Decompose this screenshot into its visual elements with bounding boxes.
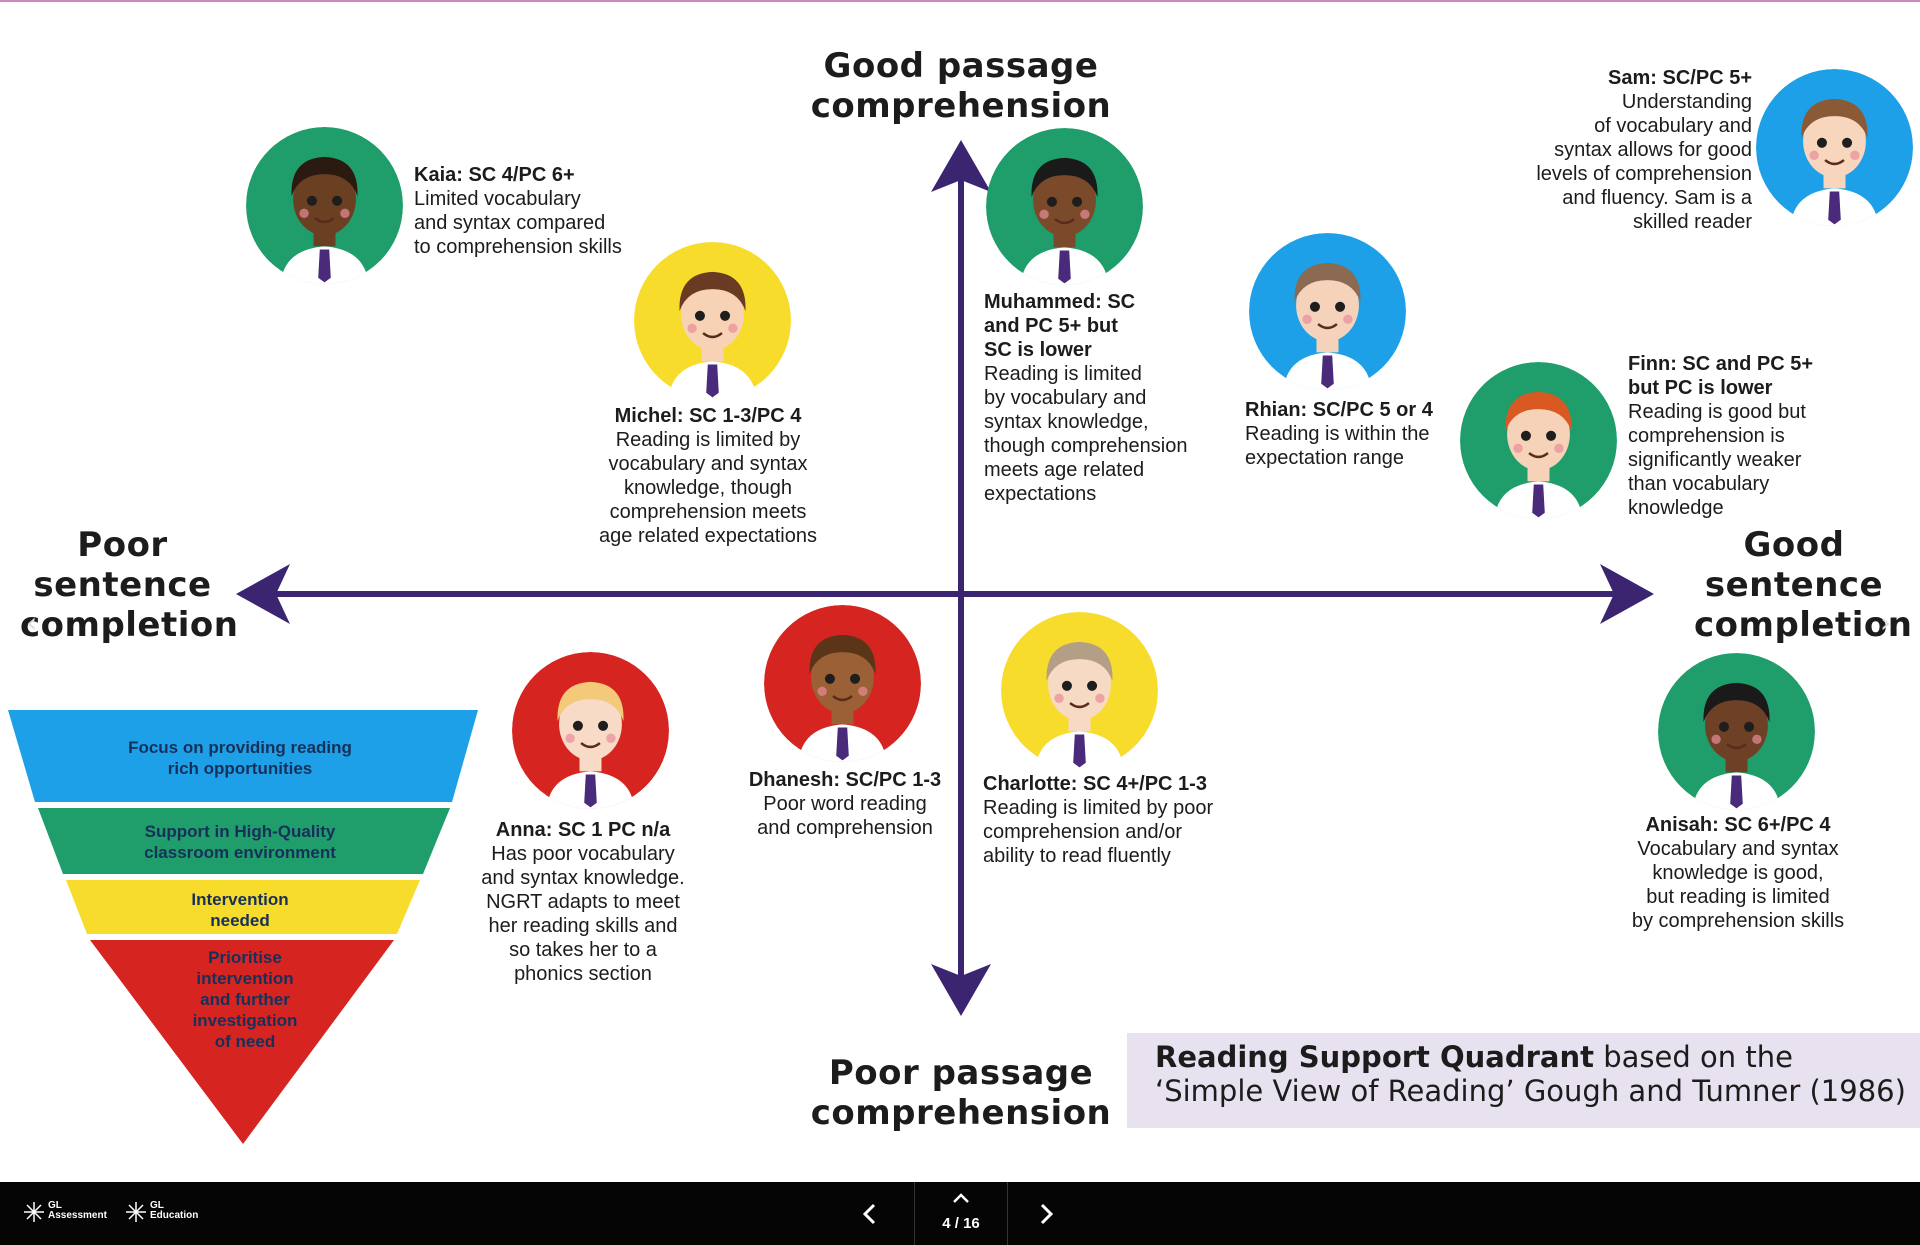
caption: Reading Support Quadrant based on the ‘S… bbox=[1155, 1040, 1915, 1108]
child-portrait-icon bbox=[986, 128, 1143, 285]
avatar-kaia bbox=[246, 127, 403, 284]
page-indicator[interactable]: 4 / 16 bbox=[914, 1182, 1008, 1245]
char-name: Sam: SC/PC 5+ bbox=[1608, 67, 1752, 89]
gl-education-logo-icon bbox=[126, 1202, 146, 1222]
chevron-right-icon bbox=[1040, 1203, 1054, 1224]
char-name: Muhammed: SC and PC 5+ but SC is lower bbox=[984, 291, 1136, 361]
page-number: 4 / 16 bbox=[942, 1215, 980, 1232]
char-desc: Reading is within the expectation range bbox=[1245, 423, 1430, 469]
caption-box bbox=[1127, 1033, 1920, 1128]
child-portrait-icon bbox=[1249, 233, 1406, 390]
support-funnel bbox=[8, 710, 478, 1144]
side-prev-arrow-icon[interactable]: ‹ bbox=[26, 606, 38, 639]
chevron-left-icon bbox=[862, 1203, 876, 1224]
char-name: Finn: SC and PC 5+ but PC is lower bbox=[1628, 353, 1814, 399]
char-name: Dhanesh: SC/PC 1-3 bbox=[748, 769, 942, 791]
funnel-label-3: Intervention needed bbox=[191, 890, 289, 930]
char-desc: Poor word reading and comprehension bbox=[757, 793, 933, 839]
child-portrait-icon bbox=[764, 605, 921, 762]
char-desc: Limited vocabulary and syntax compared t… bbox=[414, 188, 622, 258]
char-desc: Reading is limited by vocabulary and syn… bbox=[599, 429, 817, 547]
axis-label-bottom: Poor passage comprehension bbox=[810, 1053, 1112, 1133]
quadrant-axes bbox=[236, 140, 1654, 1016]
prev-page-button[interactable] bbox=[826, 1182, 914, 1245]
child-portrait-icon bbox=[1001, 612, 1158, 769]
char-name: Kaia: SC 4/PC 6+ bbox=[414, 164, 575, 186]
char-desc: Reading is limited by vocabulary and syn… bbox=[984, 363, 1188, 505]
next-page-button[interactable] bbox=[1002, 1182, 1090, 1245]
axis-label-top: Good passage comprehension bbox=[810, 46, 1112, 126]
avatar-michel bbox=[634, 242, 791, 399]
char-text-sam: Sam: SC/PC 5+ Understanding of vocabular… bbox=[1508, 66, 1752, 234]
funnel-tier-2 bbox=[38, 808, 450, 874]
char-desc: Reading is limited by poor comprehension… bbox=[983, 797, 1214, 867]
avatar-anna bbox=[512, 652, 669, 809]
child-portrait-icon bbox=[1756, 69, 1913, 226]
gl-assessment-logo: GL Assessment bbox=[48, 1200, 107, 1221]
funnel-tier-4 bbox=[90, 940, 394, 1144]
avatar-charlotte bbox=[1001, 612, 1158, 769]
chevron-up-icon bbox=[953, 1193, 969, 1203]
axis-label-left: Poor sentence completion bbox=[20, 525, 239, 645]
funnel-label-2: Support in High-Quality classroom enviro… bbox=[144, 822, 336, 862]
avatar-muhammed bbox=[986, 128, 1143, 285]
char-text-anisah: Anisah: SC 6+/PC 4 Vocabulary and syntax… bbox=[1620, 813, 1856, 933]
axis-label-right: Good sentence completion bbox=[1694, 525, 1913, 645]
avatar-rhian bbox=[1249, 233, 1406, 390]
caption-rest: based on the ‘Simple View of Reading’ Go… bbox=[1155, 1040, 1906, 1108]
side-next-arrow-icon[interactable]: › bbox=[1880, 606, 1892, 639]
funnel-label-4: Prioritise intervention and further inve… bbox=[192, 948, 298, 1051]
child-portrait-icon bbox=[246, 127, 403, 284]
gl-education-logo: GL Education bbox=[150, 1200, 199, 1221]
char-text-charlotte: Charlotte: SC 4+/PC 1-3 Reading is limit… bbox=[983, 772, 1243, 868]
char-name: Rhian: SC/PC 5 or 4 bbox=[1245, 399, 1433, 421]
child-portrait-icon bbox=[1460, 362, 1617, 519]
funnel-tier-3 bbox=[66, 880, 420, 934]
char-desc: Vocabulary and syntax knowledge is good,… bbox=[1631, 838, 1845, 932]
char-text-michel: Michel: SC 1-3/PC 4 Reading is limited b… bbox=[580, 404, 836, 548]
char-text-kaia: Kaia: SC 4/PC 6+ Limited vocabulary and … bbox=[414, 163, 654, 259]
avatar-dhanesh bbox=[764, 605, 921, 762]
bottom-toolbar bbox=[0, 1182, 1920, 1245]
char-desc: Has poor vocabulary and syntax knowledge… bbox=[481, 843, 685, 985]
char-desc: Understanding of vocabulary and syntax a… bbox=[1536, 91, 1752, 233]
char-name: Anna: SC 1 PC n/a bbox=[495, 819, 671, 841]
char-text-finn: Finn: SC and PC 5+ but PC is lower Readi… bbox=[1628, 352, 1854, 520]
child-portrait-icon bbox=[634, 242, 791, 399]
child-portrait-icon bbox=[1658, 653, 1815, 810]
char-name: Charlotte: SC 4+/PC 1-3 bbox=[983, 773, 1207, 795]
char-text-dhanesh: Dhanesh: SC/PC 1-3 Poor word reading and… bbox=[740, 768, 950, 840]
char-text-muhammed: Muhammed: SC and PC 5+ but SC is lower R… bbox=[984, 290, 1224, 506]
caption-title: Reading Support Quadrant bbox=[1155, 1040, 1595, 1074]
char-name: Michel: SC 1-3/PC 4 bbox=[614, 405, 802, 427]
char-text-anna: Anna: SC 1 PC n/a Has poor vocabulary an… bbox=[470, 818, 696, 986]
avatar-finn bbox=[1460, 362, 1617, 519]
avatar-sam bbox=[1756, 69, 1913, 226]
gl-assessment-logo-icon bbox=[24, 1202, 44, 1222]
char-name: Anisah: SC 6+/PC 4 bbox=[1645, 814, 1831, 836]
avatar-anisah bbox=[1658, 653, 1815, 810]
funnel-tier-1 bbox=[8, 710, 478, 802]
child-portrait-icon bbox=[512, 652, 669, 809]
funnel-label-1: Focus on providing reading rich opportun… bbox=[128, 738, 352, 778]
top-border bbox=[0, 0, 1920, 2]
char-desc: Reading is good but comprehension is sig… bbox=[1628, 401, 1806, 519]
char-text-rhian: Rhian: SC/PC 5 or 4 Reading is within th… bbox=[1245, 398, 1465, 470]
